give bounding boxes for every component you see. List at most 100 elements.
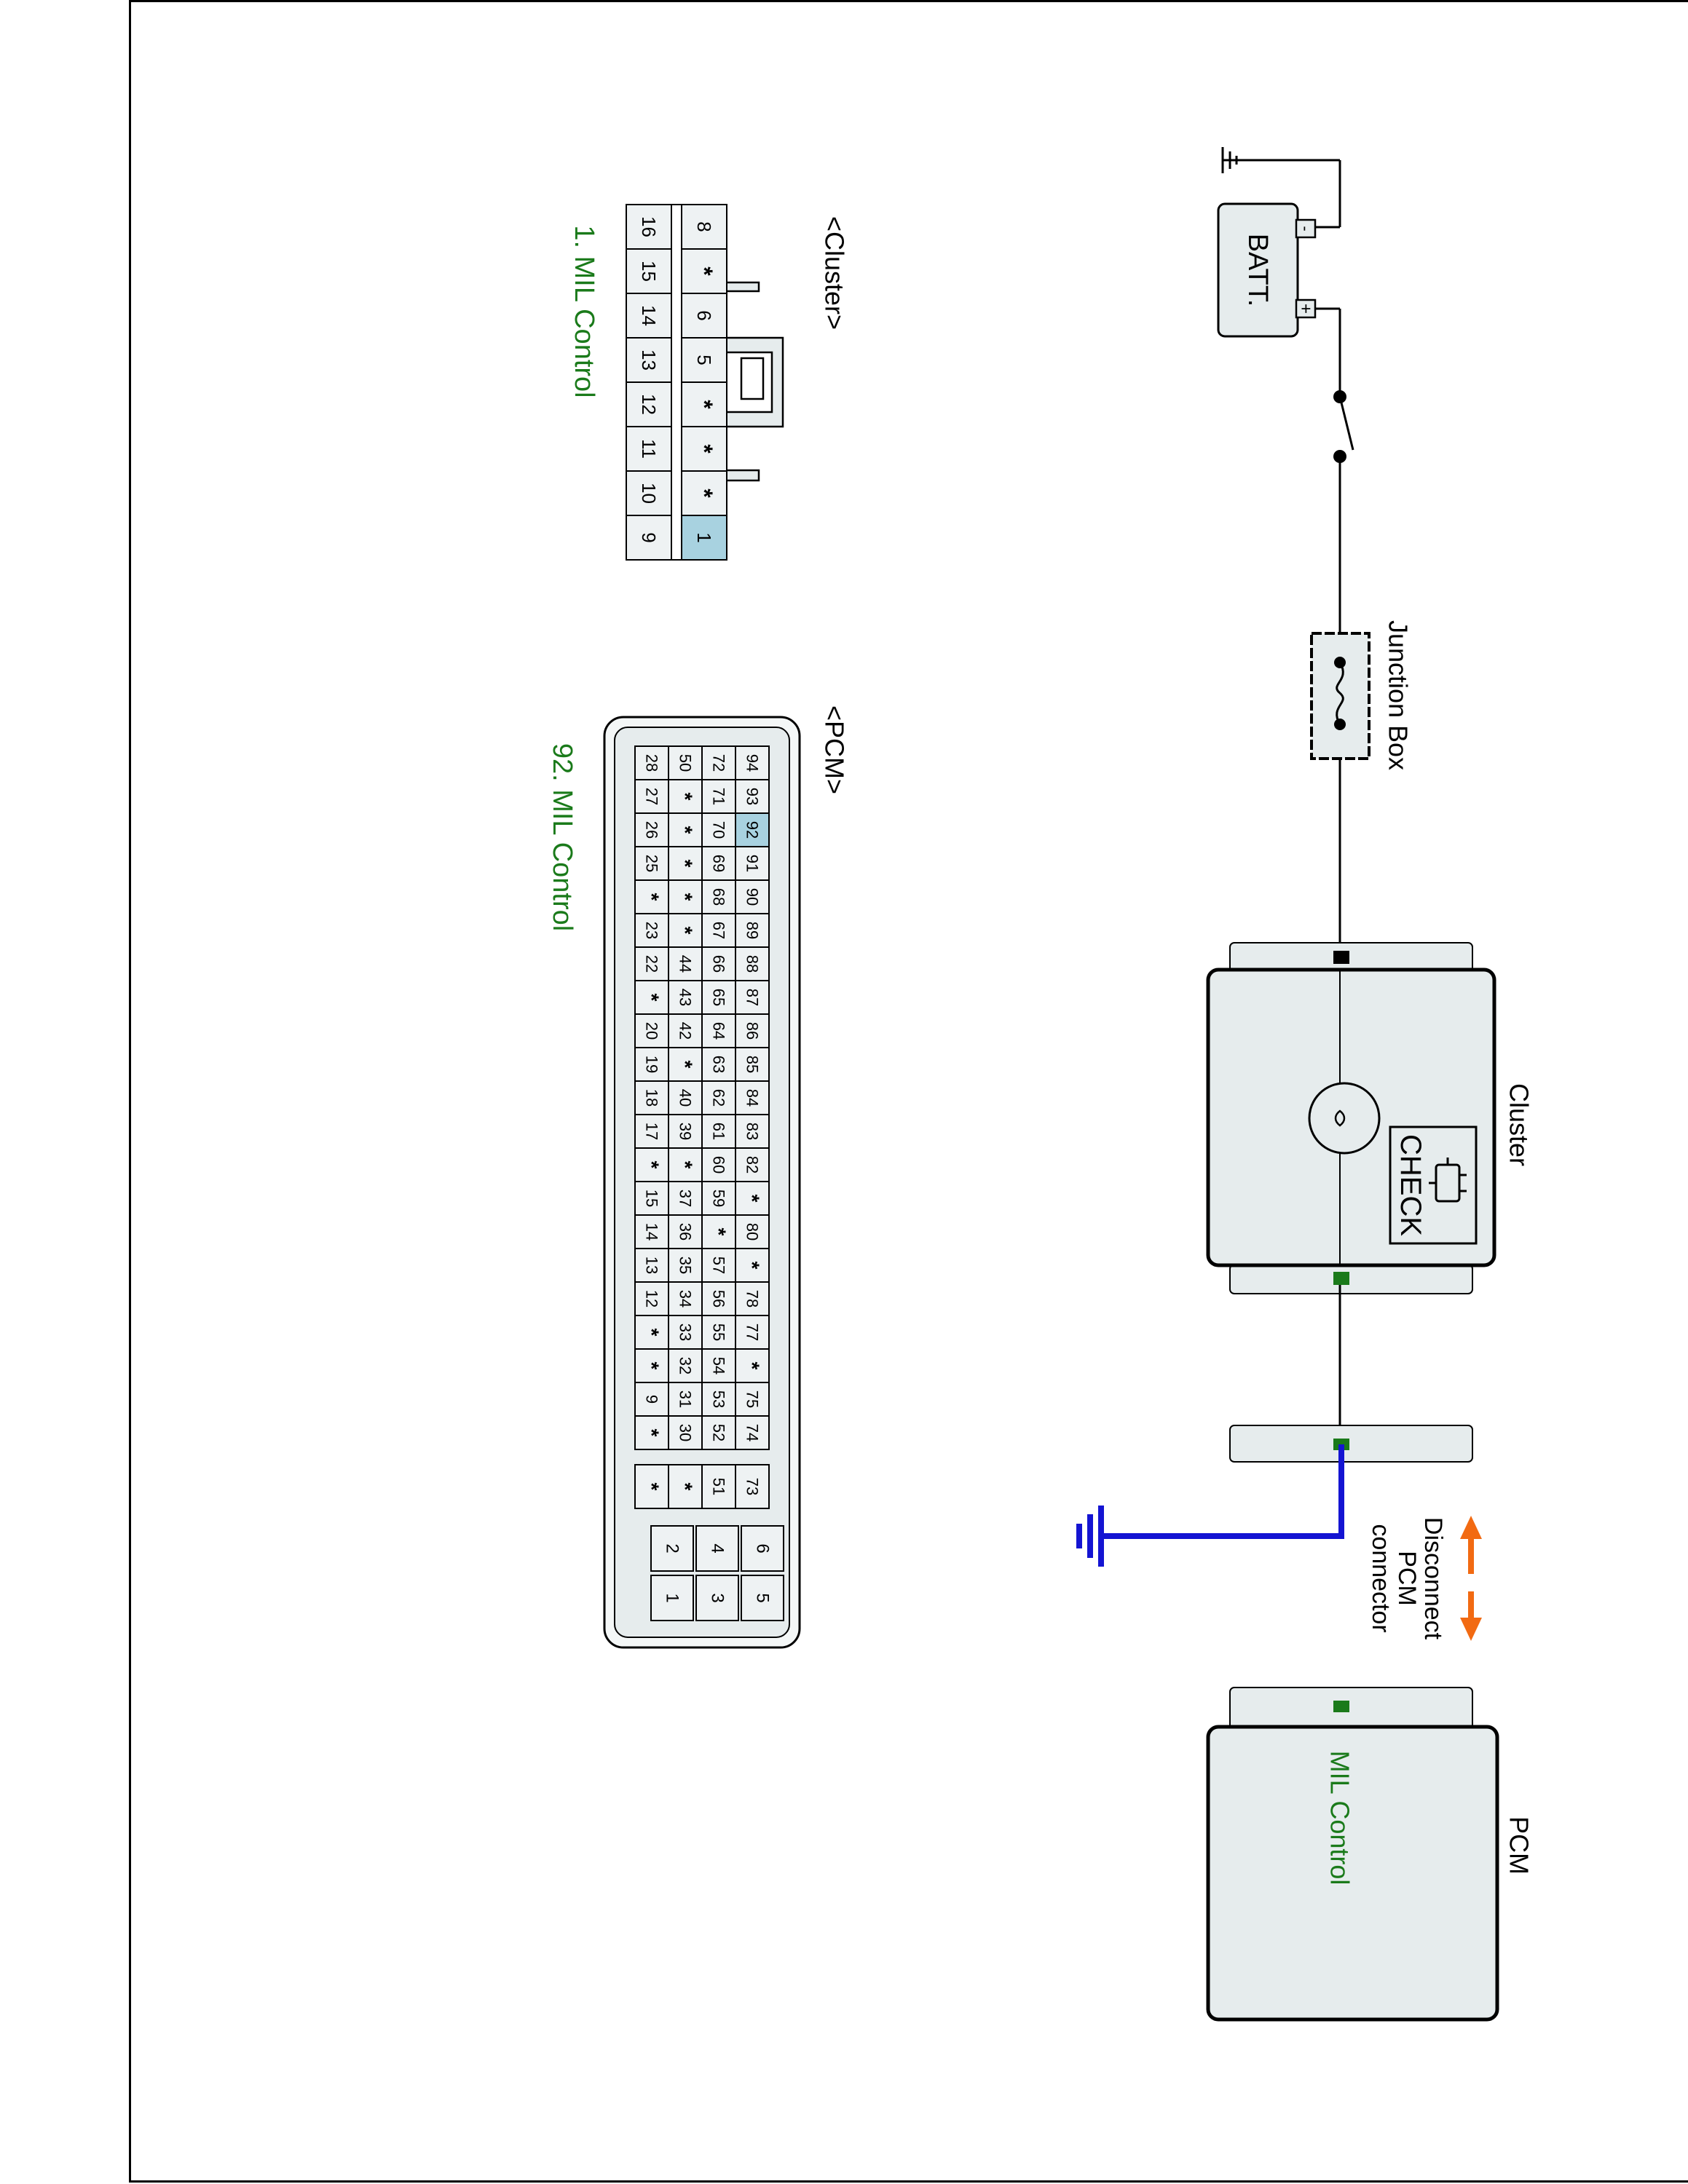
pin-number: 44 [677, 955, 695, 973]
pin-cell: 2 [650, 1525, 694, 1572]
pin-cell: 74 [735, 1415, 770, 1450]
pin-cell: 34 [668, 1281, 703, 1316]
pin-number: 87 [744, 989, 762, 1006]
pin-number: 75 [744, 1390, 762, 1408]
pin-number: 61 [710, 1123, 728, 1140]
pin-cell: 9 [634, 1382, 669, 1417]
pin-number: 2 [663, 1543, 682, 1553]
pin-cell: 31 [668, 1382, 703, 1417]
pin-number: 74 [744, 1424, 762, 1441]
pin-cell: 22 [634, 946, 669, 981]
pin-cell: 5 [681, 337, 727, 383]
pin-cell: 15 [626, 248, 672, 294]
pin-number: 82 [744, 1156, 762, 1174]
pin-number: 54 [710, 1357, 728, 1374]
pin-number: 67 [710, 922, 728, 939]
pin-number: 51 [710, 1478, 728, 1495]
pin-cell: 43 [668, 980, 703, 1015]
pin-number: 23 [643, 922, 661, 939]
pin-number: 34 [677, 1290, 695, 1307]
pin-number: 16 [638, 216, 660, 237]
pin-cell: 20 [634, 1013, 669, 1048]
pin-number: 42 [677, 1022, 695, 1040]
pin-cell: 40 [668, 1080, 703, 1115]
pin-number: 9 [643, 1395, 661, 1404]
pin-number: * [641, 1483, 663, 1491]
pin-cell: 57 [701, 1248, 736, 1283]
pin-cell: 50 [668, 745, 703, 780]
engine-icon [1429, 1158, 1467, 1203]
pin-number: 9 [638, 532, 660, 542]
pin-cell: 19 [634, 1047, 669, 1082]
pin-cell-unused: * [634, 980, 669, 1015]
pin-cell: 37 [668, 1181, 703, 1216]
pin-cell-unused: * [668, 1147, 703, 1182]
pin-number: 77 [744, 1324, 762, 1341]
pin-cell: 16 [626, 204, 672, 250]
pin-cell: 82 [735, 1147, 770, 1182]
pin-number: * [741, 1362, 764, 1370]
pin-cell-unused: * [735, 1248, 770, 1283]
pin-cell: 59 [701, 1181, 736, 1216]
pin-cell-unused: * [634, 1464, 669, 1509]
pin-cell-unused: * [668, 779, 703, 814]
pin-number: 26 [643, 821, 661, 839]
pin-cell: 14 [626, 293, 672, 339]
pin-cell: 28 [634, 745, 669, 780]
pin-cell: 6 [741, 1525, 784, 1572]
pin-cell: 6 [681, 293, 727, 339]
cluster-connector-latches [724, 281, 784, 482]
pin-number: 73 [744, 1478, 762, 1495]
pin-number: 78 [744, 1290, 762, 1307]
pin-number: 69 [710, 855, 728, 872]
pin-number: 6 [753, 1543, 773, 1553]
cluster-connector-diagram: <Cluster> 1. MIL Control 8*65***11615141… [569, 204, 850, 561]
pin-number: 30 [677, 1424, 695, 1441]
pin-cell-unused: * [681, 470, 727, 516]
pin-number: 65 [710, 989, 728, 1006]
pin-cell: 91 [735, 846, 770, 881]
pin-cell: 56 [701, 1281, 736, 1316]
pin-cell: 89 [735, 913, 770, 948]
pin-number: 40 [677, 1089, 695, 1107]
pin-number: * [674, 826, 697, 834]
pin-number: 83 [744, 1123, 762, 1140]
pin-cell: 39 [668, 1114, 703, 1149]
pin-cell: 67 [701, 913, 736, 948]
pin-cell: 10 [626, 470, 672, 516]
pcm-connector-diagram: <PCM> 92. MIL Control 949392919089888786… [547, 705, 850, 1649]
cluster-row-divider [671, 204, 682, 561]
pin-number: 84 [744, 1089, 762, 1107]
pin-number: * [674, 893, 697, 901]
pin-number: 52 [710, 1424, 728, 1441]
inline-connector [1229, 1425, 1473, 1463]
pin-cell: 66 [701, 946, 736, 981]
pin-cell-unused: * [634, 1147, 669, 1182]
pin-cell: 61 [701, 1114, 736, 1149]
pcm-pin-grid: 94939291908988878685848382*80*7877*75747… [634, 745, 784, 1621]
pin-cell-unused: * [668, 846, 703, 881]
pin-number: 91 [744, 855, 762, 872]
pin-cell-unused: * [735, 1181, 770, 1216]
pin-number: 90 [744, 888, 762, 906]
pin-number: * [691, 488, 717, 498]
pin-cell: 17 [634, 1114, 669, 1149]
pin-number: 35 [677, 1257, 695, 1274]
pin-number: 33 [677, 1324, 695, 1341]
pin-number: 25 [643, 855, 661, 872]
pin-number: 17 [643, 1123, 661, 1140]
pin-number: 64 [710, 1022, 728, 1040]
pin-cell-unused: * [634, 1415, 669, 1450]
pin-cell: 60 [701, 1147, 736, 1182]
pin-number: 93 [744, 788, 762, 805]
pin-cell: 75 [735, 1382, 770, 1417]
pin-number: 11 [638, 439, 660, 459]
pin-number: 10 [638, 483, 660, 504]
disconnect-label: Disconnect PCM connector [1367, 1517, 1447, 1640]
pin-number: * [641, 893, 663, 901]
pin-number: 12 [638, 394, 660, 415]
pin-cell: 18 [634, 1080, 669, 1115]
battery: - + BATT. [1217, 202, 1317, 338]
pin-number: 43 [677, 989, 695, 1006]
pin-cell: 32 [668, 1348, 703, 1383]
